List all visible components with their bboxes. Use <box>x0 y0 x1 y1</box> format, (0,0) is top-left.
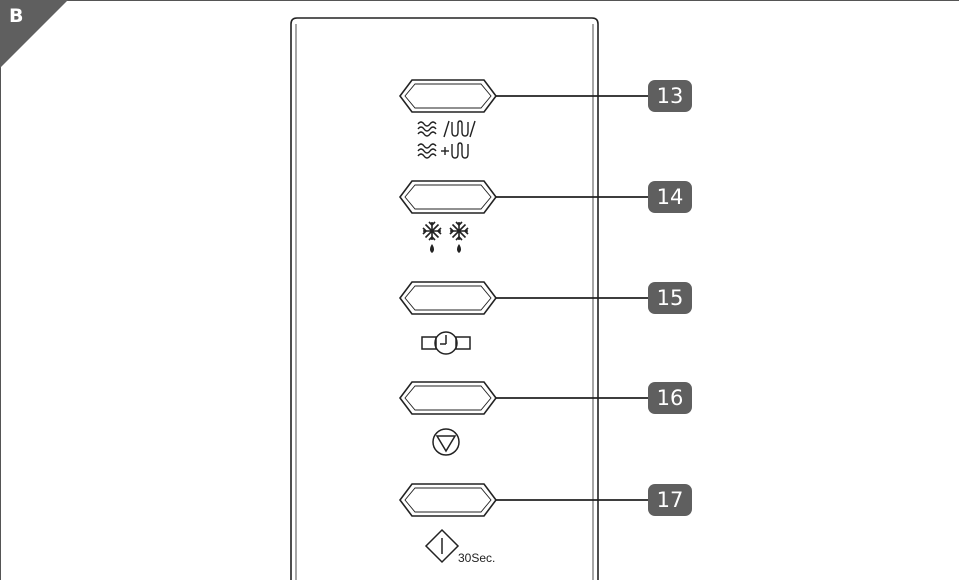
heat-mode-icon <box>417 120 476 159</box>
callout-number-16: 16 <box>656 386 684 410</box>
mode-button[interactable] <box>399 79 497 113</box>
start-icon <box>424 528 460 564</box>
callout-badge-14 <box>648 181 692 213</box>
callout-badge-15 <box>648 282 692 314</box>
callout-badge-16 <box>648 382 692 414</box>
fan-speed-icon <box>432 428 460 456</box>
section-label: B <box>9 5 24 27</box>
callout-badge-17 <box>648 484 692 516</box>
timer-button[interactable] <box>399 281 497 315</box>
start-duration-label: 30Sec. <box>458 551 496 565</box>
callout-badge-13 <box>648 80 692 112</box>
fan-speed-button[interactable] <box>399 381 497 415</box>
defrost-button[interactable] <box>399 180 497 214</box>
defrost-icon <box>422 221 469 253</box>
panel-outline <box>290 17 599 580</box>
callout-number-14: 14 <box>656 185 684 209</box>
callout-number-17: 17 <box>656 488 684 512</box>
callout-number-13: 13 <box>656 84 684 108</box>
start-button[interactable] <box>399 483 497 517</box>
timer-icon <box>421 331 471 355</box>
section-badge <box>0 0 68 68</box>
callout-number-15: 15 <box>656 286 684 310</box>
